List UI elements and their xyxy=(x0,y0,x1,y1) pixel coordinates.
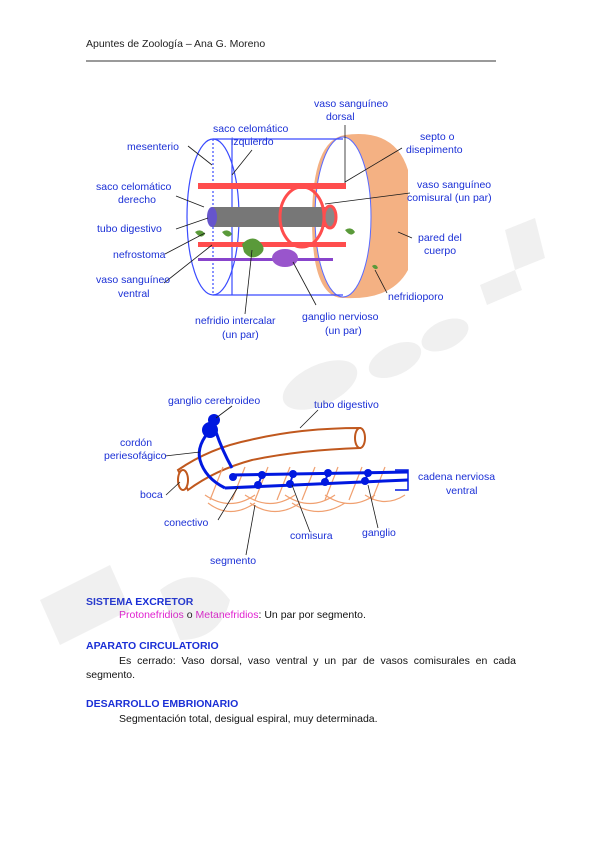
circulatorio-line1: Es cerrado: Vaso dorsal, vaso ventral y … xyxy=(119,655,516,667)
excretor-rest: : Un par por segmento. xyxy=(258,609,366,621)
label-nefrostoma: nefrostoma xyxy=(113,249,166,261)
label-mesenterio: mesenterio xyxy=(127,141,179,153)
excretor-connector: o xyxy=(184,609,196,621)
label-nefridioporo: nefridioporo xyxy=(388,291,444,303)
label-conectivo: conectivo xyxy=(164,517,209,529)
section-title-circulatorio: APARATO CIRCULATORIO xyxy=(86,640,219,652)
dorsal-vessel xyxy=(198,183,346,189)
body-wall xyxy=(312,134,408,299)
section-title-excretor: SISTEMA EXCRETOR xyxy=(86,596,194,608)
leader-lines xyxy=(163,125,413,315)
excretor-text: Protonefridios o Metanefridios: Un par p… xyxy=(119,609,366,621)
label-ganglio: ganglio xyxy=(362,527,396,539)
label-ganglio-nervioso: ganglio nervioso(un par) xyxy=(302,311,379,337)
nerve-ganglion xyxy=(272,249,298,267)
label-comisura: comisura xyxy=(290,530,333,542)
ventral-vessel xyxy=(198,242,346,247)
nephridium xyxy=(195,228,378,270)
ventral-nerve-cord xyxy=(198,258,333,261)
label-ganglio-cerebroideo: ganglio cerebroideo xyxy=(168,395,260,407)
circulatorio-line2: segmento. xyxy=(86,669,136,681)
header-rule xyxy=(86,60,496,62)
embrionario-text: Segmentación total, desigual espiral, mu… xyxy=(119,713,378,725)
page-header: Apuntes de Zoología – Ana G. Moreno xyxy=(86,38,266,50)
label-tubo-digestivo: tubo digestivo xyxy=(97,223,162,235)
term-protonefridios: Protonefridios xyxy=(119,609,184,621)
nervous-leader-lines xyxy=(164,405,379,556)
label-nefridio-intercalar: nefridio intercalar(un par) xyxy=(195,315,276,341)
nerve-ganglia xyxy=(202,414,372,489)
section-title-embrionario: DESARROLLO EMBRIONARIO xyxy=(86,698,239,710)
label-tubo-digestivo-2: tubo digestivo xyxy=(314,399,379,411)
label-boca: boca xyxy=(140,489,163,501)
term-metanefridios: Metanefridios xyxy=(195,609,259,621)
label-segmento: segmento xyxy=(210,555,256,567)
